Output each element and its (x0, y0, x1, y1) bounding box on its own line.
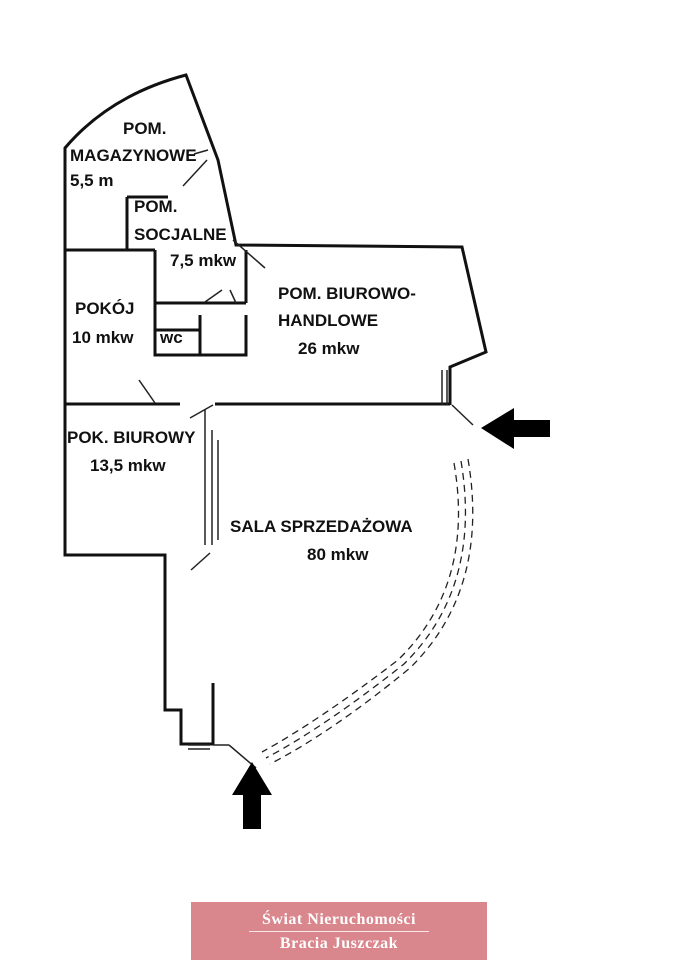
room-pokoj-name: POKÓJ (75, 299, 135, 318)
room-magazyn-line2: MAGAZYNOWE (70, 146, 197, 165)
logo-line1: Świat Nieruchomości (262, 910, 416, 928)
room-socjalne-line2: SOCJALNE (134, 225, 227, 244)
room-wc: wc (159, 328, 183, 347)
agency-logo: Świat Nieruchomości Bracia Juszczak (191, 902, 487, 960)
blank-box-bottom (378, 792, 500, 900)
room-sala-name: SALA SPRZEDAŻOWA (230, 517, 413, 536)
room-pok-biurowy-area: 13,5 mkw (90, 456, 166, 475)
room-magazyn-area: 5,5 m (70, 171, 113, 190)
room-biurowo-handlowe-line1: POM. BIUROWO- (278, 284, 416, 303)
room-socjalne-line1: POM. (134, 197, 177, 216)
room-pokoj-area: 10 mkw (72, 328, 134, 347)
blank-box-right (513, 558, 610, 715)
room-sala-area: 80 mkw (307, 545, 369, 564)
room-biurowo-handlowe-area: 26 mkw (298, 339, 360, 358)
room-biurowo-handlowe-line2: HANDLOWE (278, 311, 378, 330)
entrance-arrow-right (481, 408, 550, 449)
logo-divider (249, 930, 429, 932)
curved-glass-front (261, 458, 474, 765)
interior-walls (65, 195, 450, 406)
room-socjalne-area: 7,5 mkw (170, 251, 237, 270)
room-pok-biurowy-name: POK. BIUROWY (67, 428, 196, 447)
logo-line2: Bracia Juszczak (279, 934, 399, 952)
glass-partition (188, 410, 219, 750)
room-magazyn-line1: POM. (123, 119, 166, 138)
outer-walls (63, 73, 488, 746)
entrance-arrow-bottom (232, 762, 272, 829)
